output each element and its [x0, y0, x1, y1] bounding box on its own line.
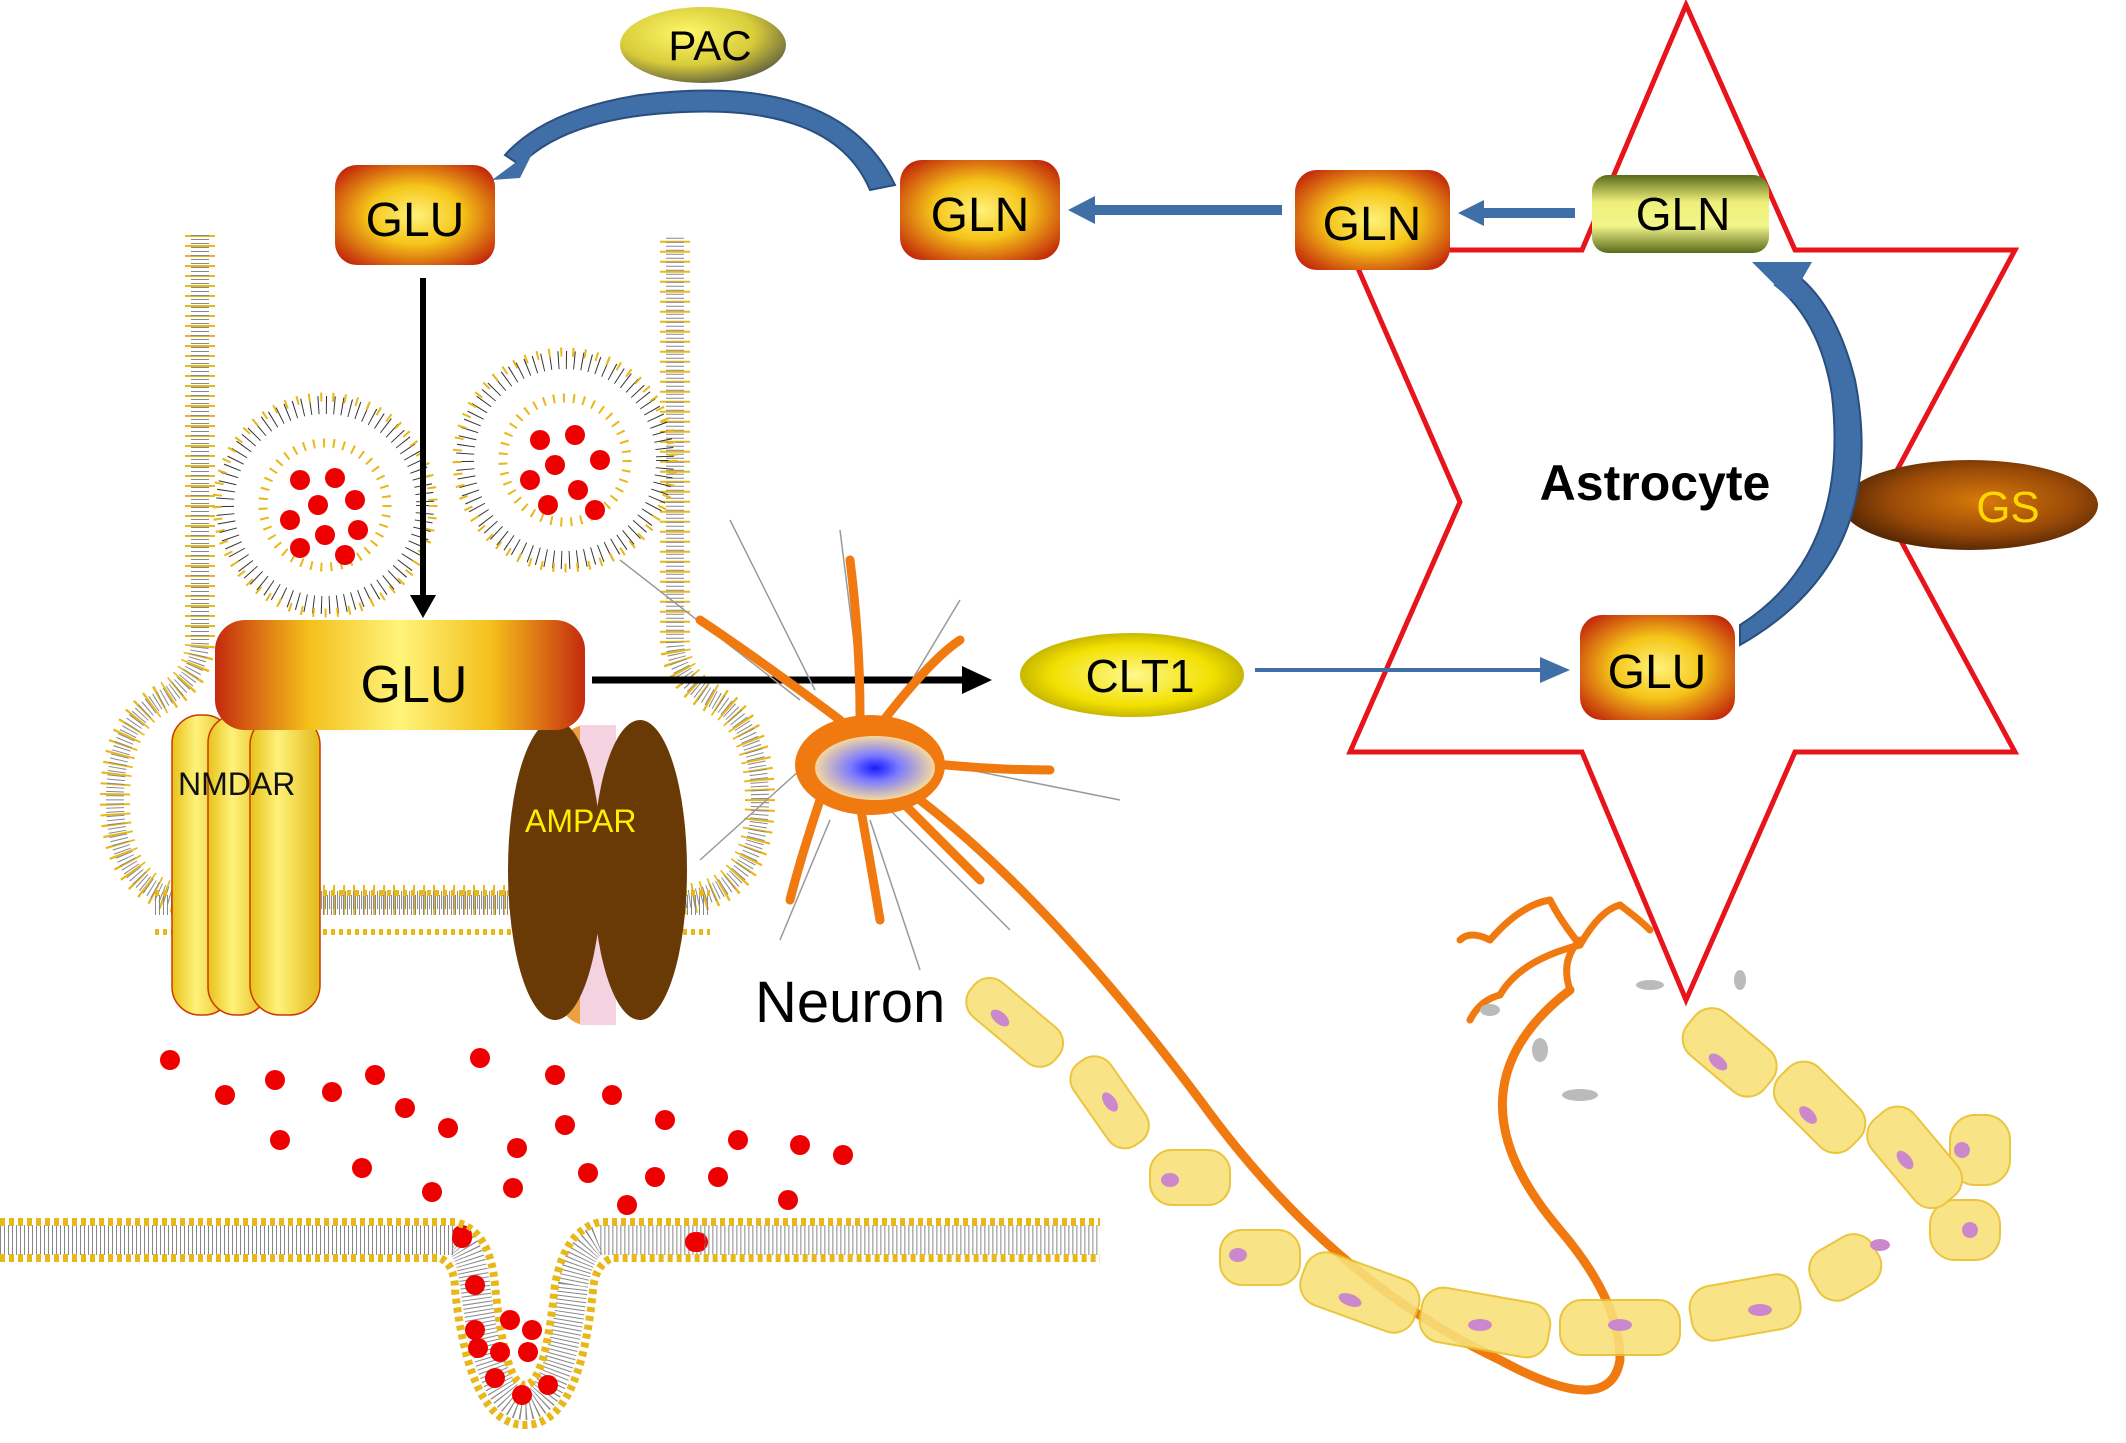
glu-astro-box [1580, 615, 1735, 720]
clt1-ellipse [1020, 633, 1244, 717]
gln-right-label: GLN [1323, 198, 1422, 251]
gln-mid-label: GLN [931, 189, 1030, 242]
glu-cleft-label: GLU [361, 656, 468, 714]
vesicle-right [452, 347, 678, 573]
gln-astro-box [1592, 175, 1769, 253]
gs-label: GS [1976, 483, 2040, 532]
astrocyte-process [1456, 896, 1654, 1024]
neuron-cell [619, 519, 1625, 1395]
glu-top-box [335, 165, 495, 265]
gs-ellipse [1842, 460, 2098, 550]
gln-mid-box [900, 160, 1060, 260]
glutamate-in-pit [452, 1228, 705, 1405]
pac-label: PAC [668, 22, 751, 69]
arrow-glu-to-cleft-head [410, 595, 436, 618]
ampar-label: AMPAR [525, 803, 636, 839]
neuron-label: Neuron [755, 970, 945, 1035]
astrocyte-label: Astrocyte [1540, 455, 1771, 511]
gln-astro-label: GLN [1636, 188, 1731, 240]
myelin-sheath [965, 976, 2011, 1359]
nmdar-label: NMDAR [178, 766, 295, 802]
glu-cleft-box [215, 620, 585, 730]
ampar-receptor [508, 720, 687, 1025]
arrow-gln-to-glu [503, 89, 897, 192]
glu-top-label: GLU [366, 194, 465, 247]
vesicle-left [212, 392, 438, 618]
postsynaptic-membrane [0, 1218, 1100, 1430]
gln-right-box [1295, 170, 1450, 270]
glu-astro-label: GLU [1608, 646, 1707, 699]
clt1-label: CLT1 [1085, 650, 1194, 702]
pac-ellipse [620, 7, 786, 83]
nmdar-receptor [171, 714, 321, 1016]
